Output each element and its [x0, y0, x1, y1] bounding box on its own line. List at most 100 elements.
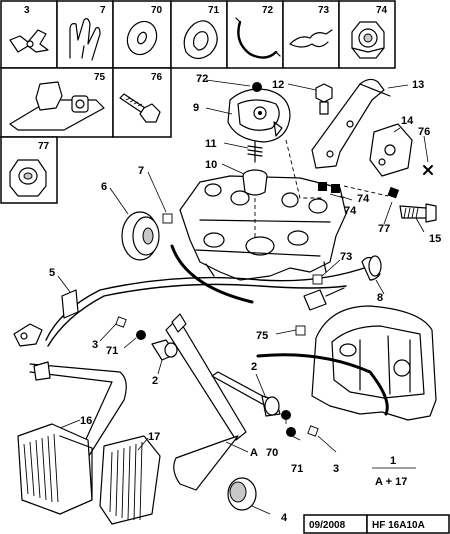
marker-dot-71a: [136, 330, 146, 340]
note-part-number: 1: [390, 455, 396, 467]
legend-label-74: 74: [376, 5, 388, 16]
throttle-cover-9: [227, 88, 291, 143]
callout-13: 13: [412, 79, 424, 91]
callout-74-lower: 74: [344, 205, 357, 217]
legend-cell-3: [0, 0, 58, 69]
hairpin-clip-73-icon: [289, 29, 333, 48]
bush-2-left: [151, 339, 178, 361]
callout-3-lower: 3: [333, 463, 339, 475]
footer-reference: HF 16A10A: [372, 520, 425, 531]
legend-label-77: 77: [38, 141, 50, 152]
assembly-note: 1 A + 17: [375, 455, 407, 488]
marker-square-3b: [307, 425, 319, 437]
legend-cell-72: [226, 0, 284, 69]
marker-square-74b: [331, 184, 340, 193]
sleeve-8: [361, 255, 382, 281]
legend-cell-7: [56, 0, 114, 69]
marker-square-74a: [318, 182, 327, 191]
legend-label-71: 71: [208, 5, 220, 16]
callout-8: 8: [377, 292, 383, 304]
pulley-6: [121, 211, 160, 261]
callout-74-right: 74: [357, 193, 370, 205]
bracket-75-icon: [9, 81, 105, 131]
stop-4: [227, 477, 257, 511]
callout-71-upper: 71: [106, 345, 118, 357]
pedal-arm-17: [165, 313, 247, 491]
sleeve-10: [242, 169, 268, 240]
note-composition: A + 17: [375, 476, 407, 488]
leader-lines: [57, 79, 429, 515]
marker-dot-72: [252, 82, 262, 92]
marker-square-7: [162, 213, 173, 224]
cable-loop-right: [256, 353, 389, 416]
callout-7: 7: [138, 165, 144, 177]
callout-10: 10: [205, 159, 217, 171]
bracket-14: [369, 123, 413, 177]
washer-70-icon: [126, 20, 158, 56]
fastener-markers: [115, 82, 400, 437]
legend-label-76: 76: [151, 72, 163, 83]
pedal-pad-16: [17, 423, 93, 515]
grommet-71-icon: [183, 20, 218, 60]
callout-77: 77: [378, 223, 390, 235]
bolt-76-icon: [119, 93, 161, 123]
marker-dot-71b: [286, 427, 296, 437]
callout-5: 5: [49, 267, 55, 279]
callout-72: 72: [196, 73, 208, 85]
bracket-13: [311, 78, 391, 169]
callout-labels: 72 9 11 10 12 13 14 76 74 74 77 15 7 6 7…: [49, 73, 441, 524]
cable-loop-left: [170, 244, 254, 304]
callout-12: 12: [272, 79, 284, 91]
legend-grid: 3 7 70 71 72 73 74 75 76 77: [0, 0, 396, 204]
legend-label-7: 7: [100, 5, 106, 16]
marker-square-3a: [115, 316, 127, 328]
circlip-72-icon: [235, 17, 281, 59]
callout-15: 15: [429, 233, 441, 245]
marker-square-73: [312, 274, 323, 285]
legend-label-3: 3: [24, 5, 30, 16]
clip-3-icon: [9, 29, 49, 53]
callout-11: 11: [205, 138, 217, 150]
callout-A: A: [250, 447, 258, 459]
callout-16: 16: [80, 415, 92, 427]
throttle-body: [179, 175, 347, 281]
callout-71-lower: 71: [291, 463, 303, 475]
nut-77-icon: [9, 159, 47, 197]
footer-date: 09/2008: [309, 520, 346, 531]
marker-square-75: [295, 325, 306, 336]
legend-label-73: 73: [318, 5, 330, 16]
callout-2-left: 2: [152, 375, 158, 387]
marker-dot-70: [281, 410, 291, 420]
callout-76: 76: [418, 126, 430, 138]
dashed-guide-74: [285, 139, 322, 199]
callout-2-right: 2: [251, 361, 257, 373]
callout-14: 14: [401, 115, 414, 127]
cross-mark-76: [423, 165, 433, 175]
bolt-15: [399, 203, 437, 223]
spring-11: [247, 141, 263, 163]
marker-square-77: [387, 186, 400, 199]
callout-70: 70: [266, 447, 278, 459]
footer-ref-box: [366, 514, 450, 534]
callout-9: 9: [193, 102, 199, 114]
wire-clip-7-icon: [69, 18, 101, 61]
pedal-bracket: [311, 305, 437, 421]
legend-label-75: 75: [94, 72, 106, 83]
rod-2: [211, 371, 281, 417]
callout-6: 6: [101, 181, 107, 193]
nut-74-icon: [351, 21, 385, 59]
legend-label-70: 70: [151, 5, 163, 16]
legend-cell-73: [282, 0, 340, 69]
footer: 09/2008 HF 16A10A: [303, 514, 450, 534]
callout-17: 17: [148, 431, 160, 443]
legend-label-72: 72: [262, 5, 274, 16]
callout-73: 73: [340, 251, 352, 263]
dashed-guide-77: [343, 185, 389, 197]
legend-cell-76: [112, 67, 172, 138]
pedal-pad-17: [99, 435, 161, 525]
callout-4: 4: [281, 512, 288, 524]
callout-75: 75: [256, 330, 268, 342]
callout-3-upper: 3: [92, 339, 98, 351]
